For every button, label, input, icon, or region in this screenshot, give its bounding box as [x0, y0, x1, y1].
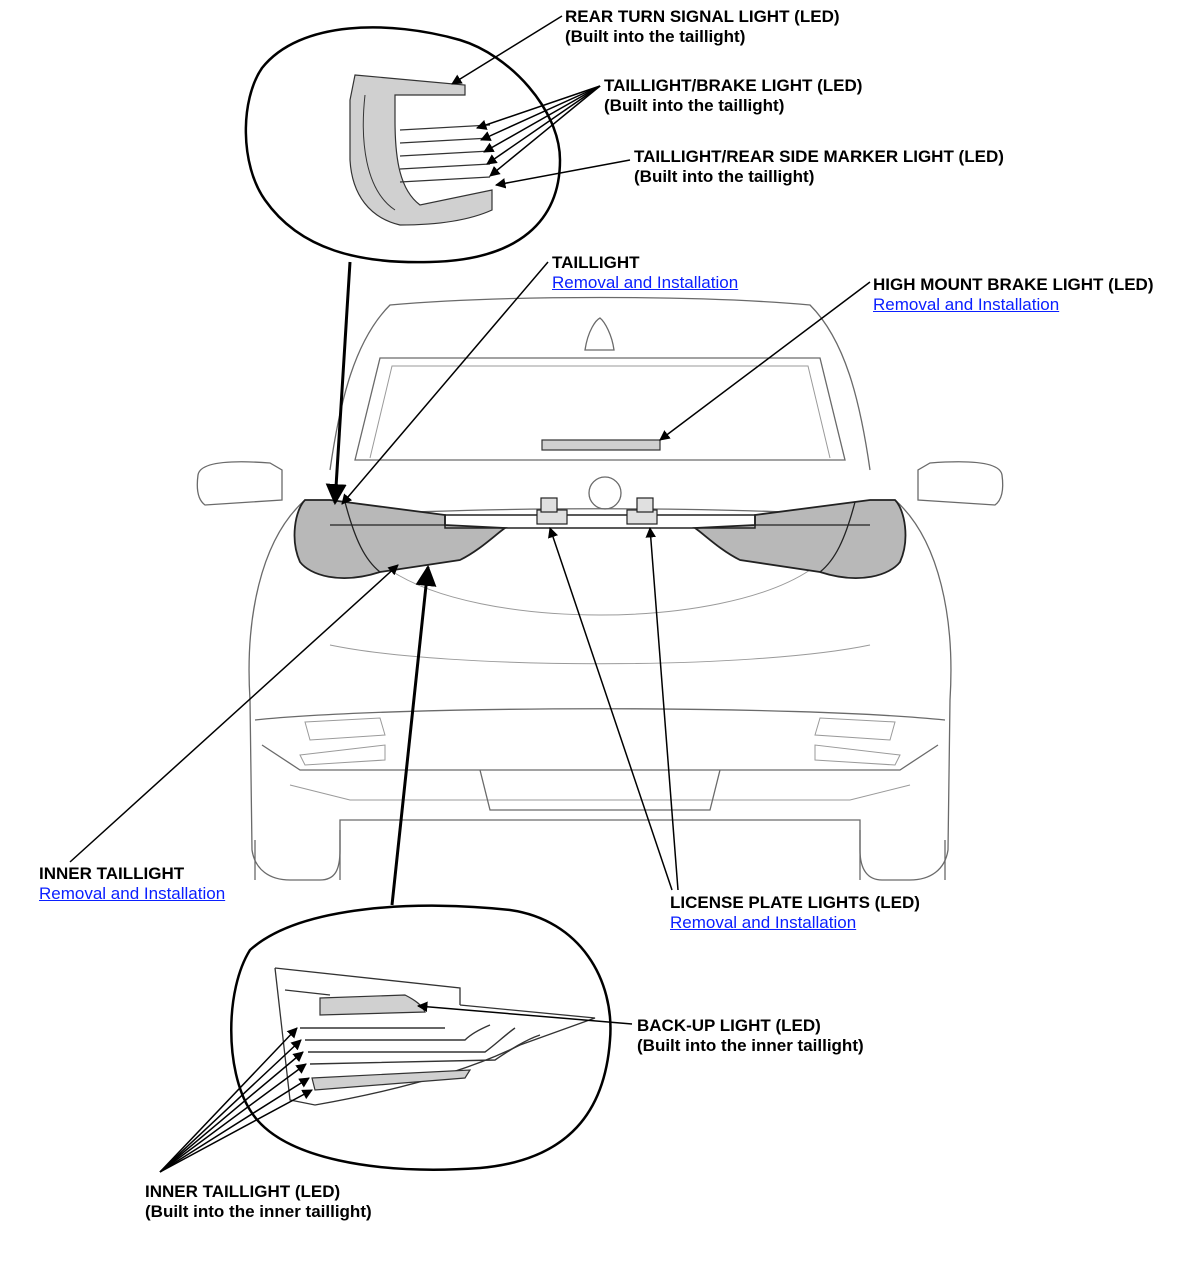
car-rear-view — [196, 296, 1004, 881]
taillight-brake-note: (Built into the taillight) — [604, 96, 785, 115]
backup-light-label: BACK-UP LIGHT (LED) (Built into the inne… — [637, 1016, 864, 1056]
inner-taillight-label: INNER TAILLIGHT Removal and Installation — [39, 864, 225, 904]
right-taillight — [692, 499, 907, 579]
license-plate-lights-removal-link[interactable]: Removal and Installation — [670, 913, 857, 932]
inner-taillight-title: INNER TAILLIGHT — [39, 864, 185, 883]
rear-turn-signal-title: REAR TURN SIGNAL LIGHT (LED) — [565, 7, 840, 26]
left-taillight — [293, 499, 508, 579]
inner-taillight-detail-bubble — [230, 904, 612, 1171]
taillight-removal-link[interactable]: Removal and Installation — [552, 273, 739, 292]
license-plate-lights-title: LICENSE PLATE LIGHTS (LED) — [670, 893, 920, 912]
inner-taillight-led-title: INNER TAILLIGHT (LED) — [145, 1182, 341, 1201]
taillight-detail-bubble — [244, 26, 562, 264]
taillight-side-marker-note: (Built into the taillight) — [634, 167, 815, 186]
inner-taillight-removal-link[interactable]: Removal and Installation — [39, 884, 226, 903]
high-mount-brake-label: HIGH MOUNT BRAKE LIGHT (LED) Removal and… — [873, 275, 1153, 315]
high-mount-brake-removal-link[interactable]: Removal and Installation — [873, 295, 1060, 314]
taillight-label: TAILLIGHT Removal and Installation — [552, 253, 738, 293]
backup-light-note: (Built into the inner taillight) — [637, 1036, 864, 1055]
rear-turn-signal-note: (Built into the taillight) — [565, 27, 746, 46]
rear-turn-signal-label: REAR TURN SIGNAL LIGHT (LED) (Built into… — [565, 7, 840, 47]
high-mount-brake-light — [541, 439, 661, 451]
taillight-brake-title: TAILLIGHT/BRAKE LIGHT (LED) — [604, 76, 863, 95]
taillight-title: TAILLIGHT — [552, 253, 640, 272]
inner-taillight-led-label: INNER TAILLIGHT (LED) (Built into the in… — [145, 1182, 372, 1222]
taillight-side-marker-label: TAILLIGHT/REAR SIDE MARKER LIGHT (LED) (… — [634, 147, 1004, 187]
backup-light-title: BACK-UP LIGHT (LED) — [637, 1016, 821, 1035]
license-plate-area — [444, 497, 756, 529]
inner-taillight-led-note: (Built into the inner taillight) — [145, 1202, 372, 1221]
high-mount-brake-title: HIGH MOUNT BRAKE LIGHT (LED) — [873, 275, 1154, 294]
taillight-brake-label: TAILLIGHT/BRAKE LIGHT (LED) (Built into … — [604, 76, 862, 116]
license-plate-lights-label: LICENSE PLATE LIGHTS (LED) Removal and I… — [670, 893, 920, 933]
leader-lines — [69, 15, 871, 1173]
taillight-side-marker-title: TAILLIGHT/REAR SIDE MARKER LIGHT (LED) — [634, 147, 1004, 166]
